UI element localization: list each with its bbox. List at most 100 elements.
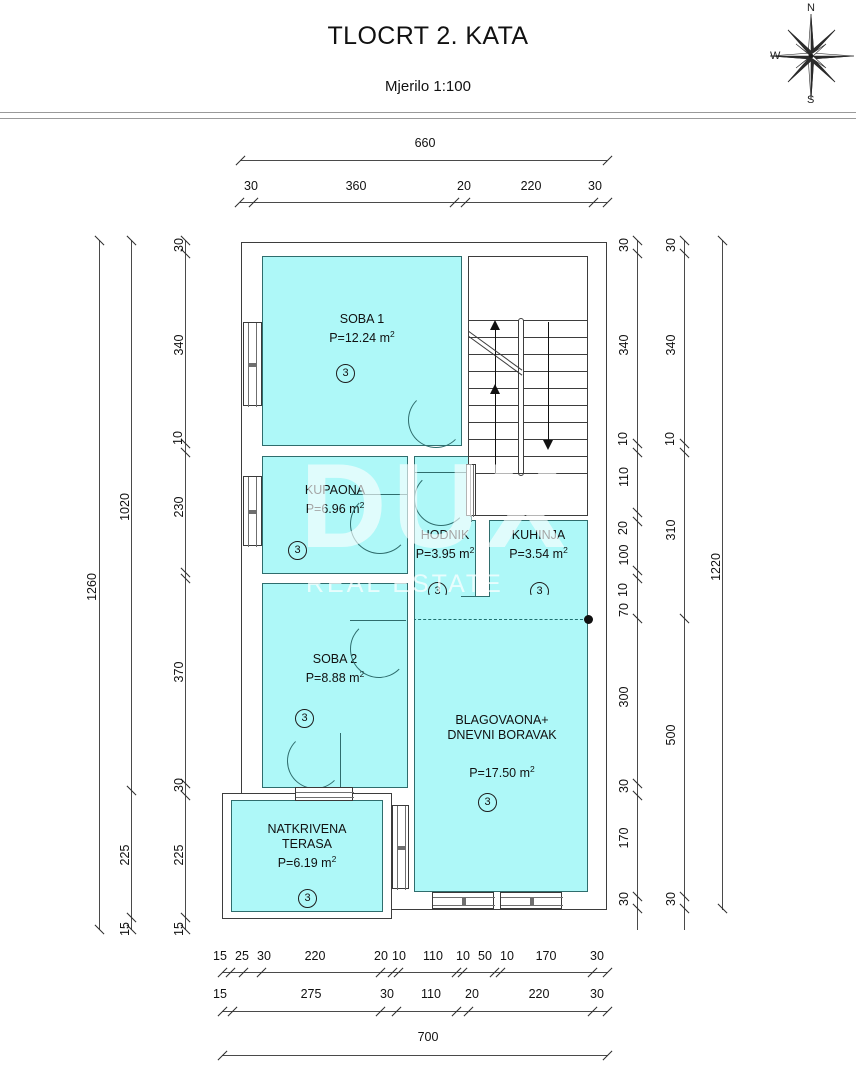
section-line bbox=[408, 619, 588, 620]
door-swing-arc bbox=[408, 392, 464, 448]
wall-separator bbox=[408, 456, 414, 622]
dim-right-mid-line bbox=[684, 240, 685, 930]
window-symbol bbox=[500, 892, 563, 909]
dim-right-seg: 300 bbox=[617, 686, 631, 708]
stair-up-arrowhead bbox=[490, 384, 500, 394]
dim-bottom1-seg: 10 bbox=[392, 949, 406, 963]
dim-bottom1-seg: 110 bbox=[423, 949, 443, 963]
dim-right-seg: 110 bbox=[617, 467, 631, 487]
room-area: P=12.24 m bbox=[329, 331, 391, 346]
header-divider-top bbox=[0, 112, 856, 113]
dim-bottom1-seg: 20 bbox=[374, 949, 388, 963]
room-name-line2: DNEVNI BORAVAK bbox=[447, 728, 557, 742]
stair-handrail bbox=[518, 318, 524, 476]
window-symbol bbox=[295, 787, 354, 801]
dim-bottom1-seg: 50 bbox=[478, 949, 492, 963]
dim-bottom2-seg: 20 bbox=[465, 987, 479, 1001]
dim-bottom1-seg: 10 bbox=[500, 949, 514, 963]
window-symbol bbox=[432, 892, 495, 909]
floor-marker: 3 bbox=[336, 364, 355, 383]
dim-left-seg: 30 bbox=[172, 778, 186, 792]
dim-bottom1-line bbox=[222, 972, 608, 973]
room-area: P=3.95 m bbox=[415, 547, 470, 562]
dim-right-seg: 30 bbox=[617, 238, 631, 252]
dim-bottom2-seg: 220 bbox=[528, 987, 550, 1001]
dim-top-overall-line bbox=[240, 160, 607, 161]
dim-bottom1-seg: 30 bbox=[590, 949, 604, 963]
room-area: P=3.54 m bbox=[509, 547, 564, 562]
stair-up-arrow-line bbox=[495, 324, 496, 474]
stair-tread bbox=[469, 388, 587, 389]
room-area: P=17.50 m bbox=[469, 766, 531, 781]
door-swing-arc bbox=[287, 733, 343, 789]
stair-landing-edge bbox=[469, 473, 587, 474]
room-area: P=8.88 m bbox=[305, 671, 360, 686]
dim-right-mid-seg: 340 bbox=[664, 334, 678, 356]
stair-down-arrowhead bbox=[543, 440, 553, 450]
room-area-sup: 2 bbox=[563, 545, 568, 555]
room-name: KUHINJA bbox=[511, 528, 566, 542]
door-swing-arc bbox=[350, 494, 410, 554]
room-name-line2: TERASA bbox=[281, 837, 332, 851]
door-swing-arc bbox=[350, 620, 408, 678]
dim-right-seg: 30 bbox=[617, 779, 631, 793]
stair-tread bbox=[469, 371, 587, 372]
dim-left-seg: 15 bbox=[172, 922, 186, 936]
dim-bottom-overall: 700 bbox=[417, 1030, 439, 1044]
dim-bottom1-seg: 10 bbox=[456, 949, 470, 963]
dim-bottom2-seg: 30 bbox=[380, 987, 394, 1001]
room-label-blagovaona: BLAGOVAONA+ DNEVNI BORAVAK bbox=[402, 713, 602, 743]
dim-right-seg: 30 bbox=[617, 892, 631, 906]
dim-left-seg: 370 bbox=[172, 661, 186, 683]
room-area-sup: 2 bbox=[359, 669, 365, 679]
dim-right-overall-line bbox=[722, 240, 723, 910]
door-swing-arc bbox=[414, 472, 468, 526]
room-name: SOBA 2 bbox=[312, 652, 358, 666]
dim-bottom2-line bbox=[222, 1011, 608, 1012]
dim-left-seg: 15 bbox=[118, 922, 132, 936]
dim-bottom2-seg: 15 bbox=[213, 987, 227, 1001]
room-label-kuhinja: KUHINJA P=3.54 m2 bbox=[489, 528, 588, 562]
stair-tread bbox=[469, 439, 587, 440]
dim-right-chain-line bbox=[637, 240, 638, 930]
wall-separator bbox=[476, 520, 489, 596]
dim-bottom1-seg: 30 bbox=[257, 949, 271, 963]
room-label-hodnik: HODNIK P=3.95 m2 bbox=[398, 528, 492, 562]
floor-marker: 3 bbox=[298, 889, 317, 908]
room-merge-patch-2 bbox=[490, 595, 587, 598]
stair-tread bbox=[469, 456, 587, 457]
stair-tread bbox=[469, 337, 587, 338]
stair-tread bbox=[469, 320, 587, 321]
dim-left-seg: 225 bbox=[172, 844, 186, 866]
dim-right-mid-seg: 10 bbox=[663, 432, 677, 446]
stair-tread bbox=[469, 422, 587, 423]
dim-left-chain-line bbox=[185, 240, 186, 930]
room-area: P=6.19 m bbox=[277, 856, 332, 871]
dim-left-seg: 225 bbox=[118, 844, 132, 866]
dim-right-mid-seg: 30 bbox=[664, 238, 678, 252]
dim-bottom1-seg: 25 bbox=[235, 949, 249, 963]
dim-bottom2-seg: 110 bbox=[421, 987, 441, 1001]
dim-top-seg: 20 bbox=[457, 179, 471, 193]
dim-left-mid-line bbox=[131, 240, 132, 930]
dim-top-overall: 660 bbox=[414, 136, 436, 150]
staircase-enclosure bbox=[468, 256, 588, 516]
dim-bottom-overall-line bbox=[222, 1055, 608, 1056]
dim-right-mid-seg: 30 bbox=[664, 892, 678, 906]
dim-left-overall: 1260 bbox=[85, 573, 99, 601]
dim-right-overall: 1220 bbox=[709, 553, 723, 581]
dim-bottom1-seg: 15 bbox=[213, 949, 227, 963]
compass-label-west: W bbox=[770, 50, 781, 62]
room-name: SOBA 1 bbox=[339, 312, 385, 326]
room-name: BLAGOVAONA+ bbox=[455, 713, 549, 727]
stair-tread bbox=[469, 354, 587, 355]
dim-right-mid-seg: 500 bbox=[664, 724, 678, 746]
dim-bottom2-seg: 275 bbox=[300, 987, 322, 1001]
scale-subtitle: Mjerilo 1:100 bbox=[385, 78, 471, 95]
dim-top-seg: 360 bbox=[345, 179, 367, 193]
stair-tread bbox=[469, 405, 587, 406]
floor-marker: 3 bbox=[478, 793, 497, 812]
dim-right-seg: 70 bbox=[617, 603, 631, 617]
page-title: TLOCRT 2. KATA bbox=[327, 22, 529, 50]
room-area-sup: 2 bbox=[390, 329, 395, 339]
